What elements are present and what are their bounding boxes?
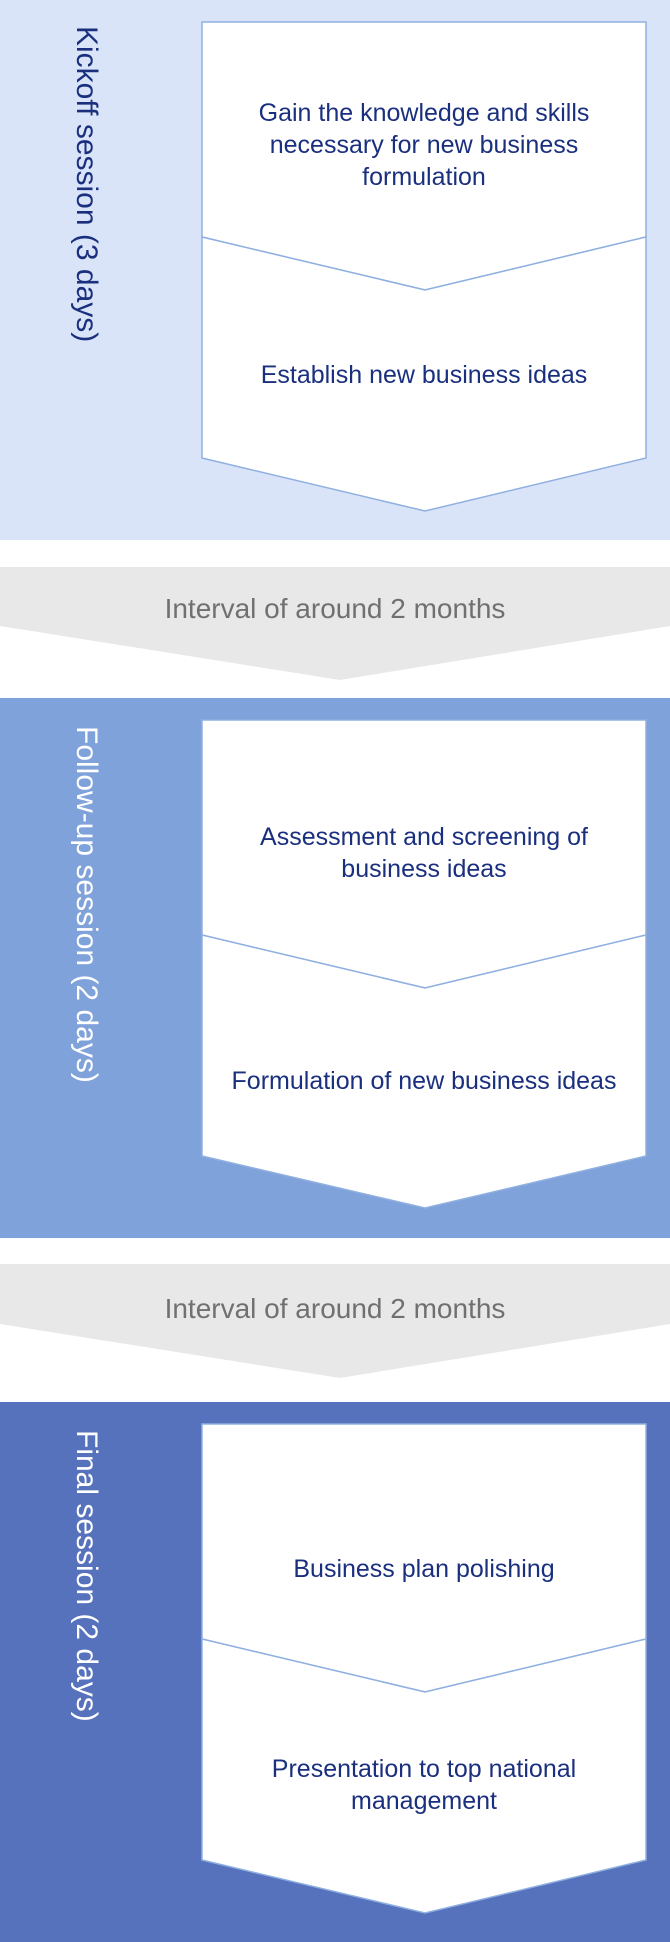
- session-3-step-2-text: Presentation to top national management: [271, 1755, 577, 1815]
- session-2-label: Follow-up session (2 days): [70, 726, 103, 1083]
- session-2-step-1-text: Assessment and screening of business ide…: [260, 823, 588, 883]
- session-2-step-2-text: Formulation of new business ideas: [231, 1067, 617, 1095]
- session-1-step-2-text: Establish new business ideas: [260, 361, 588, 389]
- interval-1-chevron: [0, 567, 670, 680]
- session-1-label: Kickoff session (3 days): [70, 26, 103, 343]
- interval-2-chevron: [0, 1264, 670, 1378]
- session-3-step-1-text: Business plan polishing: [293, 1555, 555, 1583]
- session-2-step-2-shape: [201, 934, 647, 1209]
- session-1-step-1-text: Gain the knowledge and skills necessary …: [258, 99, 590, 191]
- interval-1-text: Interval of around 2 months: [164, 593, 506, 624]
- session-3-label: Final session (2 days): [70, 1430, 103, 1722]
- session-3-step-2-shape: [201, 1638, 647, 1914]
- session-1-step-2-shape: [201, 236, 647, 512]
- interval-2-text: Interval of around 2 months: [164, 1293, 506, 1324]
